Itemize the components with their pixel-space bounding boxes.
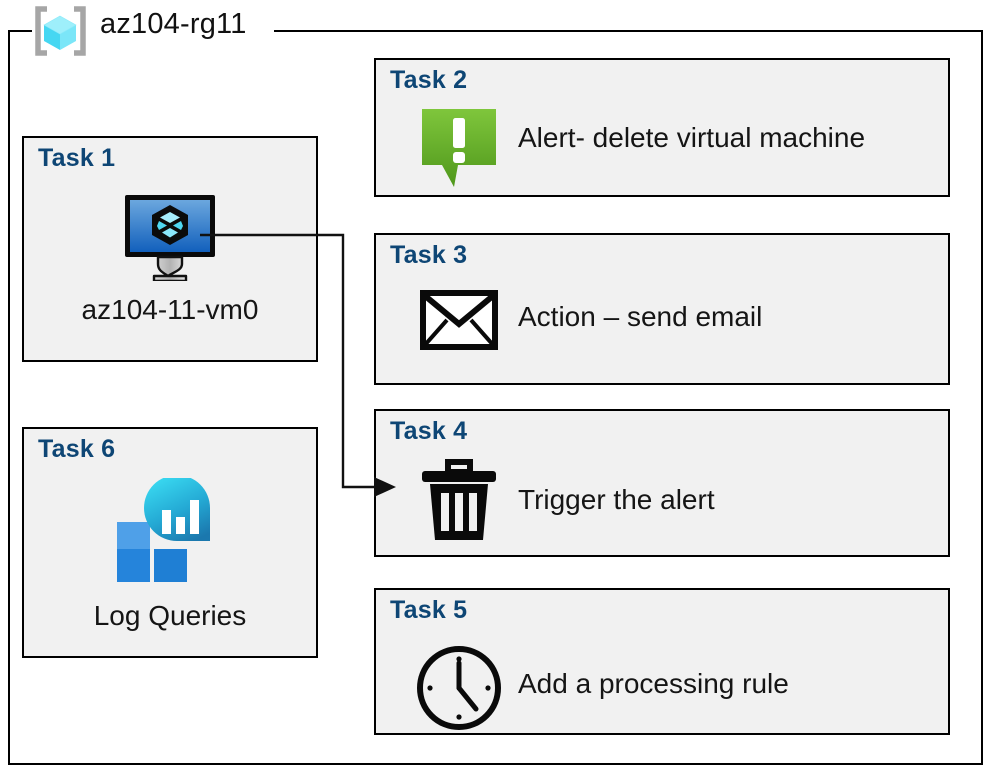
task-4-label: Trigger the alert <box>518 484 715 515</box>
task-1-title: Task 1 <box>38 144 116 172</box>
task-3-title: Task 3 <box>390 241 468 269</box>
task-card-5[interactable]: Task 5 <box>374 588 950 735</box>
task-5-title: Task 5 <box>390 596 468 624</box>
resource-group-container <box>8 31 983 765</box>
alert-green-exclamation-icon <box>420 107 498 189</box>
resource-group-cube-icon <box>30 5 90 60</box>
envelope-mail-icon <box>420 290 498 350</box>
log-analytics-icon <box>22 478 318 583</box>
resource-group-border-top-left <box>8 30 32 32</box>
task-3-label: Action – send email <box>518 301 763 332</box>
task-4-title: Task 4 <box>390 417 468 445</box>
resource-group-name: az104-rg11 <box>100 8 247 40</box>
resource-group-border-top-right <box>274 30 983 32</box>
virtual-machine-monitor-icon <box>22 193 318 281</box>
task-2-title: Task 2 <box>390 66 468 94</box>
task-6-label: Log Queries <box>93 600 247 631</box>
trash-bin-icon <box>418 450 500 544</box>
task-1-label: az104-11-vm0 <box>81 294 259 325</box>
task-2-label: Alert- delete virtual machine <box>518 122 866 153</box>
task-5-label: Add a processing rule <box>518 668 789 699</box>
task-6-title: Task 6 <box>38 435 116 463</box>
clock-icon <box>414 643 504 733</box>
